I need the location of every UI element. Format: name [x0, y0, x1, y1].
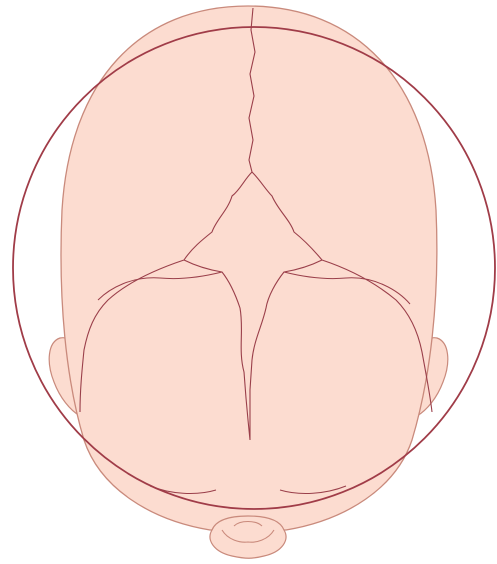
head-outline: [61, 6, 437, 530]
nose-shape: [210, 516, 286, 558]
